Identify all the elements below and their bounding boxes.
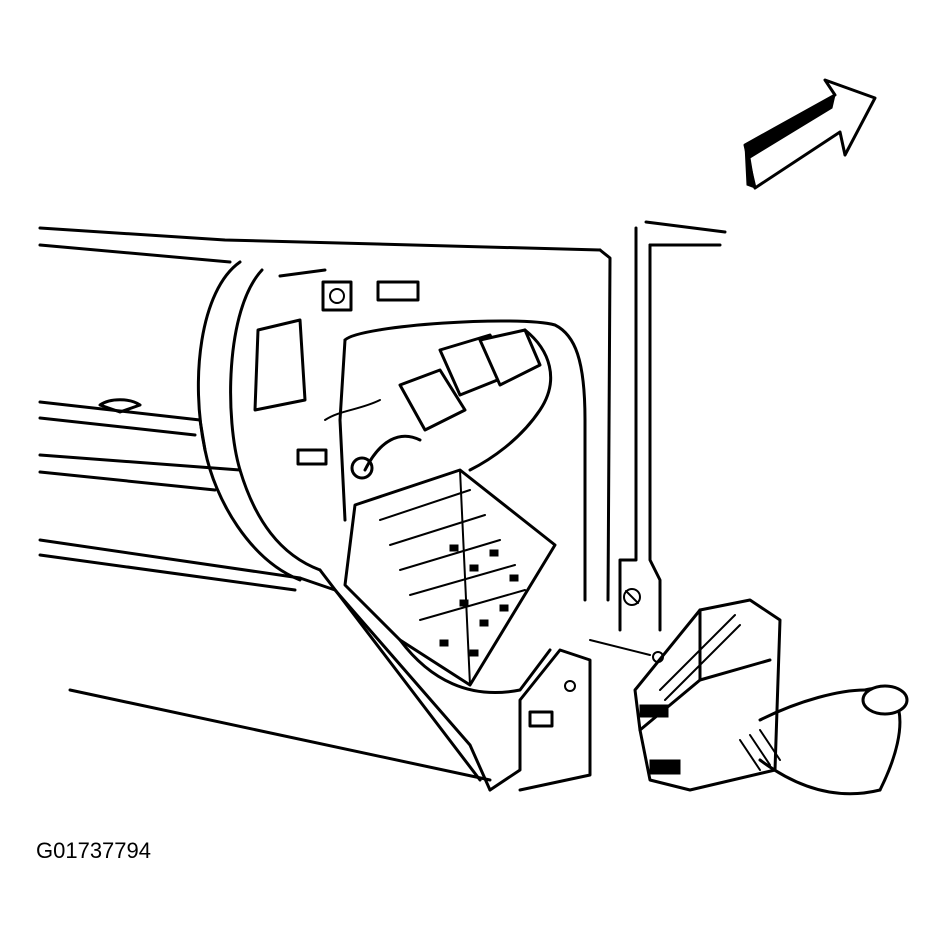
upper-connectors xyxy=(324,328,553,480)
junction-block xyxy=(343,468,557,695)
panel-clip xyxy=(528,680,576,728)
figure-id-label: G01737794 xyxy=(36,838,151,863)
body-control-connector xyxy=(589,598,909,796)
dashboard-panel xyxy=(38,226,612,792)
a-pillar xyxy=(618,220,727,632)
direction-arrow-icon xyxy=(743,78,877,190)
panel-opening xyxy=(253,268,587,602)
